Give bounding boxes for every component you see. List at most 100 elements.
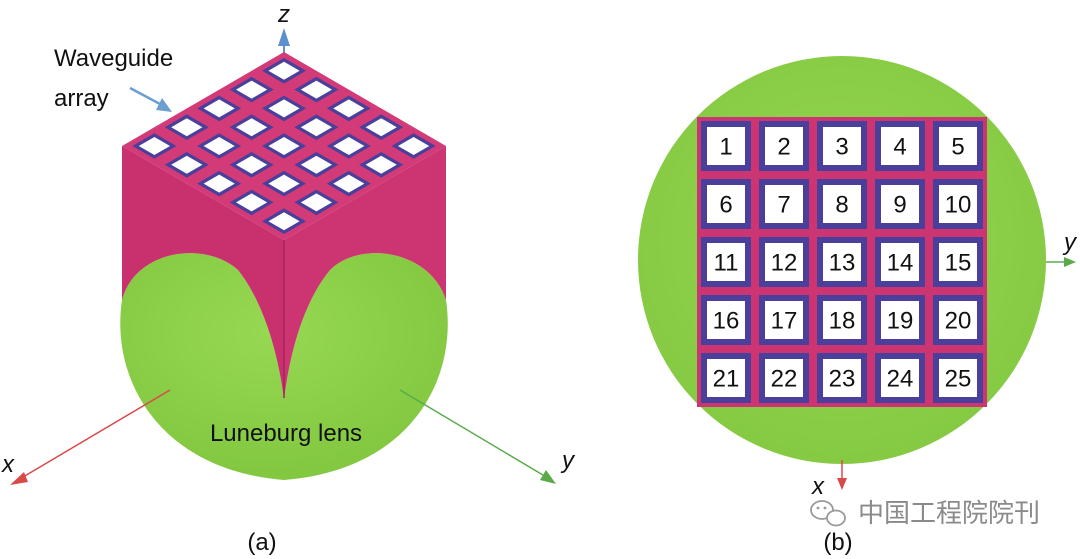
axis-x-label-b: x xyxy=(811,473,825,500)
top-cell-aperture xyxy=(300,80,332,99)
grid-cell xyxy=(939,127,977,165)
grid-cell xyxy=(707,127,745,165)
panel-a-caption: (a) xyxy=(247,529,276,556)
grid-cell-number: 24 xyxy=(887,366,914,393)
y-axis-arrowhead-b xyxy=(1064,257,1076,267)
grid-cell xyxy=(939,359,977,397)
grid-cell-number: 18 xyxy=(829,308,856,335)
grid-cell-number: 1 xyxy=(719,134,732,161)
top-cell-aperture xyxy=(236,193,268,212)
top-cell-aperture xyxy=(333,137,365,155)
top-cell-aperture xyxy=(300,118,332,137)
grid-cell xyxy=(765,185,803,223)
top-cell-aperture xyxy=(171,155,203,174)
grid-cell-number: 23 xyxy=(829,366,856,393)
axis-y-label-a: y xyxy=(560,447,576,474)
grid-cell xyxy=(765,301,803,339)
x-axis-line xyxy=(17,389,171,481)
panel-a: z x y Waveguide array Luneburg lens (a) xyxy=(1,1,576,556)
top-cell-aperture xyxy=(300,193,332,212)
top-cell-aperture xyxy=(236,80,268,99)
waveguide-pointer-arrowhead xyxy=(156,98,172,112)
top-cell-aperture xyxy=(236,118,268,137)
top-cell-aperture xyxy=(365,155,397,174)
top-cell-aperture xyxy=(268,61,300,80)
y-axis-arrowhead xyxy=(540,470,556,484)
cube-left-face xyxy=(122,146,284,400)
grid-cell-number: 10 xyxy=(945,192,972,219)
grid-cell-number: 17 xyxy=(771,308,798,335)
grid-cell-number: 12 xyxy=(771,250,798,277)
grid-cell-number: 25 xyxy=(945,366,972,393)
grid-cell xyxy=(707,185,745,223)
grid-cell-number: 15 xyxy=(945,250,972,277)
x-axis-arrowhead xyxy=(10,472,28,485)
grid-cell xyxy=(707,243,745,281)
top-cell-aperture xyxy=(203,174,235,193)
z-axis-arrowhead xyxy=(278,28,290,46)
grid-cell xyxy=(765,359,803,397)
cube-right-face xyxy=(284,146,446,400)
grid-cell xyxy=(881,127,919,165)
watermark-text: 中国工程院院刊 xyxy=(858,499,1040,529)
waveguide-array-label-line2: array xyxy=(54,85,109,112)
top-cell-aperture xyxy=(203,99,235,118)
waveguide-array-label-line1: Waveguide xyxy=(54,45,173,72)
grid-cell xyxy=(823,185,861,223)
grid-cell xyxy=(881,243,919,281)
grid-cell-number: 14 xyxy=(887,250,914,277)
grid-cell xyxy=(939,243,977,281)
grid-cell xyxy=(939,301,977,339)
grid-cell xyxy=(823,243,861,281)
grid-cell xyxy=(765,127,803,165)
grid-cell-number: 21 xyxy=(713,366,740,393)
top-cell-aperture xyxy=(268,137,300,155)
luneburg-lens-a xyxy=(120,253,448,480)
panel-b-caption: (b) xyxy=(823,529,852,556)
grid-cell xyxy=(823,359,861,397)
grid-cell xyxy=(823,127,861,165)
top-cell-aperture xyxy=(138,137,170,155)
axis-x-label-a: x xyxy=(1,451,15,478)
watermark: 中国工程院院刊 xyxy=(810,499,1040,529)
grid-cell xyxy=(881,301,919,339)
luneburg-lens-label: Luneburg lens xyxy=(210,420,362,447)
grid-cell-number: 19 xyxy=(887,308,914,335)
grid-cell-number: 9 xyxy=(893,192,906,219)
y-axis-line xyxy=(399,389,549,479)
top-cell-aperture xyxy=(333,99,365,118)
top-cell-aperture xyxy=(365,118,397,137)
grid-cell-number: 4 xyxy=(893,134,906,161)
top-cell-aperture xyxy=(268,174,300,193)
top-cell-aperture xyxy=(171,118,203,137)
top-cell-aperture xyxy=(268,99,300,118)
grid-cell-number: 13 xyxy=(829,250,856,277)
grid-cell xyxy=(823,301,861,339)
grid-cell-number: 20 xyxy=(945,308,972,335)
wechat-icon xyxy=(810,500,846,527)
grid-cell-number: 22 xyxy=(771,366,798,393)
grid-cell xyxy=(939,185,977,223)
grid-cell xyxy=(881,185,919,223)
top-cell-grid xyxy=(132,58,436,234)
grid-cell-number: 16 xyxy=(713,308,740,335)
grid-cell-number: 11 xyxy=(714,250,739,277)
waveguide-cube xyxy=(122,52,446,400)
grid-cell xyxy=(881,359,919,397)
x-axis-arrowhead-b xyxy=(837,478,847,490)
grid-cell-number: 5 xyxy=(951,134,964,161)
top-cell-aperture xyxy=(236,155,268,174)
grid-cell-number: 3 xyxy=(835,134,848,161)
grid-cell-number: 7 xyxy=(777,192,790,219)
waveguide-pointer-line xyxy=(129,86,161,106)
grid-cell xyxy=(765,243,803,281)
top-cell-aperture xyxy=(333,174,365,193)
grid-cell-number: 8 xyxy=(835,192,848,219)
top-cell-aperture xyxy=(268,212,300,231)
grid-cell xyxy=(707,359,745,397)
top-cell-aperture xyxy=(398,137,430,155)
top-cell-aperture xyxy=(300,155,332,174)
